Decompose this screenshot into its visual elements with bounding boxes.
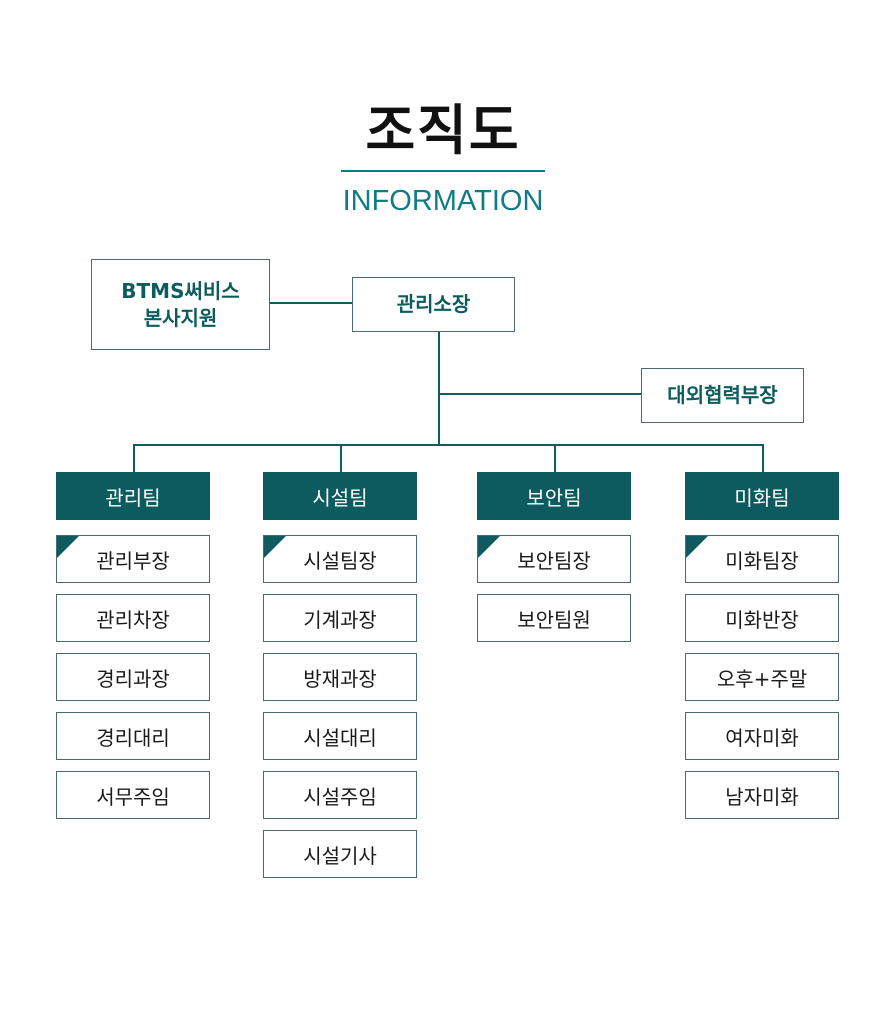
member-label: 시설대리: [303, 725, 377, 750]
team-header: 보안팀: [477, 472, 631, 520]
team-header: 관리팀: [56, 472, 210, 520]
team-member: 서무주임: [56, 771, 210, 819]
member-label: 서무주임: [96, 784, 170, 809]
leader-corner-mark: [57, 536, 79, 558]
connector-hq-head: [269, 302, 353, 304]
member-label: 경리과장: [96, 666, 170, 691]
connector-team-drop: [554, 444, 556, 472]
connector-team-drop: [762, 444, 764, 472]
member-label: 오후+주말: [716, 666, 808, 691]
connector-team-drop: [133, 444, 135, 472]
connector-team-drop: [340, 444, 342, 472]
team-member: 기계과장: [263, 594, 417, 642]
leader-corner-mark: [478, 536, 500, 558]
member-label: 관리차장: [96, 607, 170, 632]
member-label: 기계과장: [303, 607, 377, 632]
team-member: 보안팀원: [477, 594, 631, 642]
member-label: 시설팀장: [303, 548, 377, 573]
hq-support-box: BTMS써비스 본사지원: [91, 259, 270, 350]
hq-support-label-2: 본사지원: [143, 305, 218, 330]
member-label: 경리대리: [96, 725, 170, 750]
external-relations-box: 대외협력부장: [641, 368, 804, 423]
team-member: 관리차장: [56, 594, 210, 642]
head-manager-label: 관리소장: [396, 292, 471, 316]
hq-support-label-1: BTMS써비스: [121, 278, 240, 303]
team-member-leader: 보안팀장: [477, 535, 631, 583]
member-label: 관리부장: [96, 548, 170, 573]
member-label: 여자미화: [725, 725, 799, 750]
page-title: 조직도: [365, 99, 521, 162]
connector-external: [438, 393, 642, 395]
leader-corner-mark: [264, 536, 286, 558]
team-member: 오후+주말: [685, 653, 839, 701]
leader-corner-mark: [686, 536, 708, 558]
member-label: 시설기사: [303, 843, 377, 868]
connector-team-bus: [133, 444, 764, 446]
member-label: 미화반장: [725, 607, 799, 632]
team-member: 미화반장: [685, 594, 839, 642]
member-label: 방재과장: [303, 666, 377, 691]
team-member-leader: 미화팀장: [685, 535, 839, 583]
team-member: 경리과장: [56, 653, 210, 701]
team-member: 방재과장: [263, 653, 417, 701]
page-subtitle: INFORMATION: [342, 185, 544, 217]
connector-head-trunk: [438, 331, 440, 445]
team-member-leader: 관리부장: [56, 535, 210, 583]
team-member: 여자미화: [685, 712, 839, 760]
team-member: 시설기사: [263, 830, 417, 878]
team-member: 경리대리: [56, 712, 210, 760]
team-header: 시설팀: [263, 472, 417, 520]
title-divider: [341, 170, 545, 172]
team-member: 남자미화: [685, 771, 839, 819]
team-member: 시설대리: [263, 712, 417, 760]
member-label: 보안팀원: [517, 607, 591, 632]
team-member: 시설주임: [263, 771, 417, 819]
team-header: 미화팀: [685, 472, 839, 520]
external-relations-label: 대외협력부장: [667, 383, 778, 407]
team-member-leader: 시설팀장: [263, 535, 417, 583]
member-label: 남자미화: [725, 784, 799, 809]
head-manager-box: 관리소장: [352, 277, 515, 332]
member-label: 미화팀장: [725, 548, 799, 573]
member-label: 보안팀장: [517, 548, 591, 573]
member-label: 시설주임: [303, 784, 377, 809]
